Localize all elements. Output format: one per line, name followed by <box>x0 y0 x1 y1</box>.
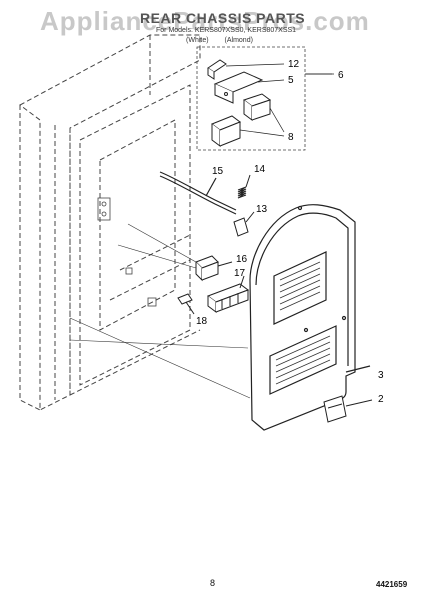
part-15-wire-harness <box>159 171 237 215</box>
model-subtitle: For Models: KERS807XSS0, KERS807XSS1 <box>156 27 297 34</box>
callout-3: 3 <box>378 370 384 381</box>
callout-14: 14 <box>254 164 266 175</box>
color-variants: (White) (Almond) <box>186 37 267 44</box>
callout-17: 17 <box>234 268 246 279</box>
part-18-clip <box>177 293 195 315</box>
part-14-spring <box>237 174 251 199</box>
part-3-rear-panel <box>249 204 371 431</box>
part-5-bracket <box>213 71 264 104</box>
part-13-clip <box>233 211 255 237</box>
callout-5: 5 <box>288 75 294 86</box>
callout-16: 16 <box>236 254 248 265</box>
watermark: AppliancePartsPros.com <box>40 6 370 36</box>
document-number: 4421659 <box>376 580 408 589</box>
range-cabinet-outline <box>19 34 201 411</box>
part-12-clip <box>207 59 227 80</box>
variant-almond: (Almond) <box>224 37 253 44</box>
callout-8: 8 <box>288 132 294 143</box>
parts-detail-box <box>196 46 334 151</box>
diagram-title: REAR CHASSIS PARTS <box>140 10 306 26</box>
callout-6: 6 <box>338 70 344 81</box>
callout-2: 2 <box>378 394 384 405</box>
callout-12: 12 <box>288 59 300 70</box>
part-17-terminal-block <box>206 275 250 313</box>
callout-15: 15 <box>212 166 224 177</box>
page-number: 8 <box>210 578 216 588</box>
variant-white: (White) <box>186 37 209 44</box>
part-8-terminal-block-upper <box>242 93 272 121</box>
part-16-bracket <box>195 255 233 282</box>
part-2-cover-plate <box>323 395 373 423</box>
callout-13: 13 <box>256 204 268 215</box>
part-8-terminal-block-lower <box>210 115 242 147</box>
callout-18: 18 <box>196 316 208 327</box>
cabinet-holes <box>97 197 157 307</box>
